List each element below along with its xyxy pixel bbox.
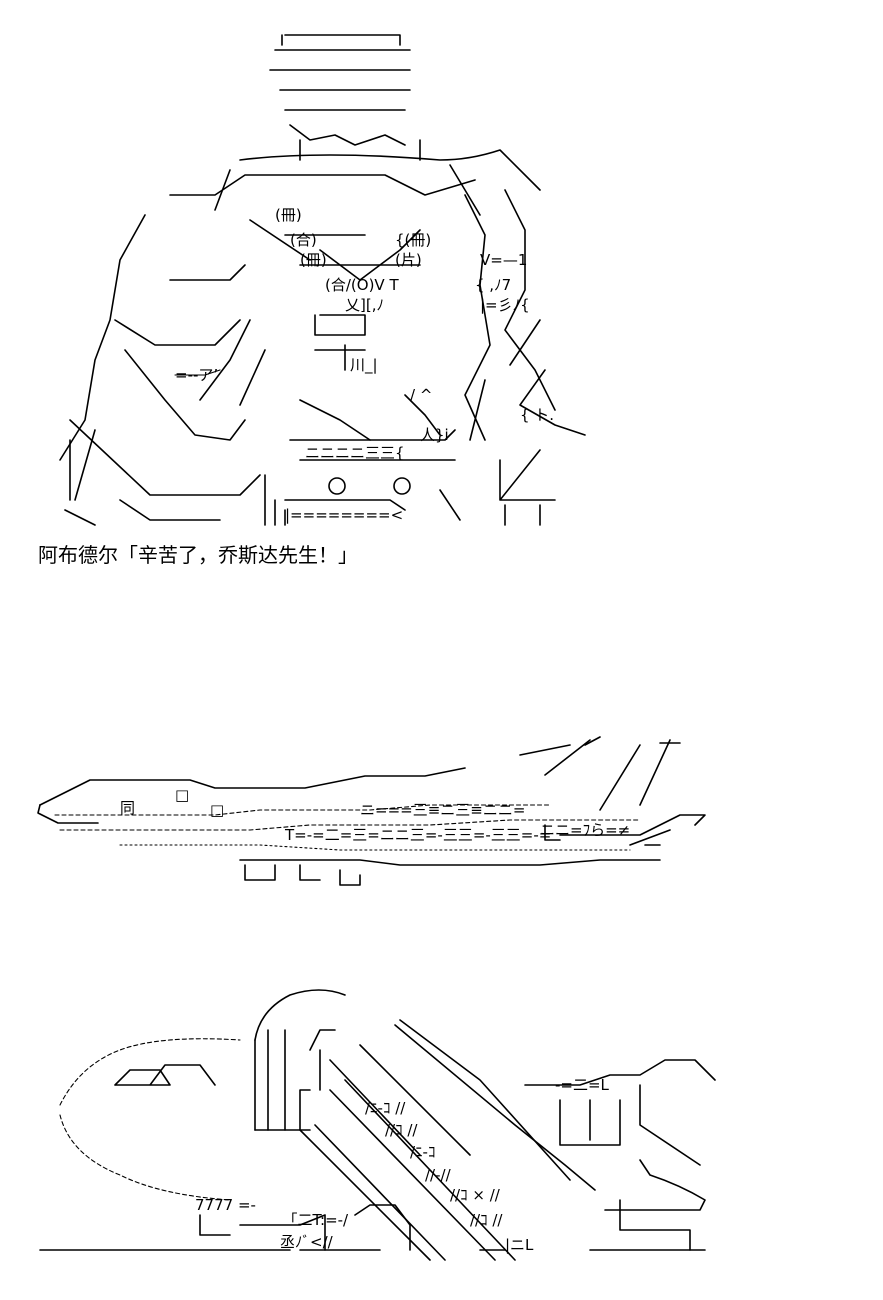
svg-text:{(冊): {(冊) (395, 231, 431, 249)
svg-text://ｺ × //: //ｺ × // (450, 1186, 501, 1204)
svg-text:乂][,ﾉ: 乂][,ﾉ (345, 296, 384, 314)
svg-text:/ ^: / ^ (410, 386, 432, 404)
svg-text:|=彡ﾉ{: |=彡ﾉ{ (480, 296, 530, 314)
svg-text:{ ト.: { ト. (520, 406, 554, 424)
svg-text://ｺ //: //ｺ // (385, 1121, 418, 1139)
svg-text:人}i: 人}i (420, 426, 449, 444)
svg-text:V=—1: V=—1 (480, 251, 527, 269)
svg-text:/ﾆ-ｺ: /ﾆ-ｺ (410, 1143, 435, 1161)
svg-text:(冊): (冊) (275, 206, 302, 224)
boarding-illustration: /ﾆ-ｺ // //ｺ // /ﾆ-ｺ //-// //ｺ × // //ｺ /… (39, 989, 716, 1261)
figure-illustration: =--ア’ (冊) (合) (冊) {(冊) (片) (合/(O)V T 乂][… (59, 34, 586, 526)
svg-text:{ ,ﾉ7: { ,ﾉ7 (475, 276, 511, 294)
airplane-illustration: □ □ 同 T=-=二=三=ニニ三=-三三=-三三=-= ニ===三≡ニ三≡ニニ… (37, 736, 706, 886)
svg-text:｢二T:=-/: ｢二T:=-/ (290, 1211, 349, 1229)
svg-text:T=-=二=三=ニニ三=-三三=-三三=-=: T=-=二=三=ニニ三=-三三=-三三=-= (284, 826, 551, 844)
svg-text:□: □ (210, 801, 224, 819)
svg-text://-//: //-// (425, 1166, 452, 1184)
svg-text://ｺ //: //ｺ // (470, 1211, 503, 1229)
svg-text:ニニ=ﾌら=≠: ニニ=ﾌら=≠ (540, 821, 630, 839)
svg-text:(合): (合) (290, 231, 317, 249)
svg-text:|========<: |========< (285, 506, 403, 524)
svg-text:7777 =-: 7777 =- (195, 1196, 256, 1214)
svg-text:ニニニニ三三{: ニニニニ三三{ (305, 444, 405, 462)
svg-text:-=二=L: -=二=L (555, 1076, 610, 1094)
svg-text:(片): (片) (395, 251, 422, 269)
svg-text:同: 同 (120, 799, 135, 817)
svg-text:(冊): (冊) (300, 251, 327, 269)
svg-text:|ニL: |ニL (505, 1236, 534, 1254)
svg-text:ニ===三≡ニ三≡ニニ=: ニ===三≡ニ三≡ニニ= (360, 801, 525, 819)
svg-text:=--ア’: =--ア’ (175, 366, 218, 384)
svg-text:□: □ (175, 786, 189, 804)
dialogue-caption: 阿布德尔「辛苦了，乔斯达先生！」 (38, 543, 358, 567)
svg-text:(合/(O)V T: (合/(O)V T (325, 276, 399, 294)
svg-text:/ﾆ-ｺ //: /ﾆ-ｺ // (365, 1099, 406, 1117)
svg-text:川_|: 川_| (350, 356, 378, 375)
svg-text:丞ﾉﾞ<//: 丞ﾉﾞ<// (280, 1233, 334, 1251)
